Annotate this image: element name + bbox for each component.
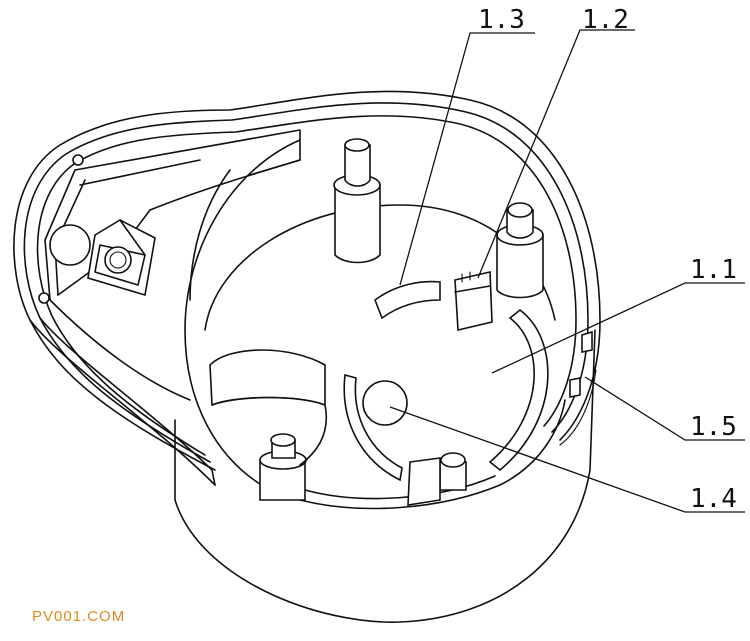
pillar-right	[496, 202, 544, 299]
leader-lines	[389, 29, 745, 513]
square-socket	[87, 219, 156, 297]
curved-rib-right	[488, 308, 549, 472]
clip-1-2	[454, 271, 493, 331]
clip-bottom	[407, 457, 441, 506]
label-1-5: 1.5	[690, 412, 737, 442]
ball-1-4	[362, 380, 408, 426]
label-1-4: 1.4	[690, 484, 737, 514]
label-1-3: 1.3	[478, 5, 525, 35]
wing-chamber	[38, 129, 301, 401]
housing-outline	[13, 90, 601, 486]
cylinder-body	[174, 329, 597, 623]
label-1-1: 1.1	[690, 255, 737, 285]
half-cup-left	[209, 349, 327, 466]
clip-1-5	[569, 330, 593, 398]
pillar-bottom-left	[259, 433, 307, 501]
pillar-bottom-right	[439, 452, 467, 491]
curved-rib-center	[343, 373, 403, 482]
label-1-2: 1.2	[582, 5, 629, 35]
watermark: PV001.COM	[32, 608, 125, 625]
rib-1-3	[374, 280, 441, 320]
pillar-top	[333, 138, 381, 264]
